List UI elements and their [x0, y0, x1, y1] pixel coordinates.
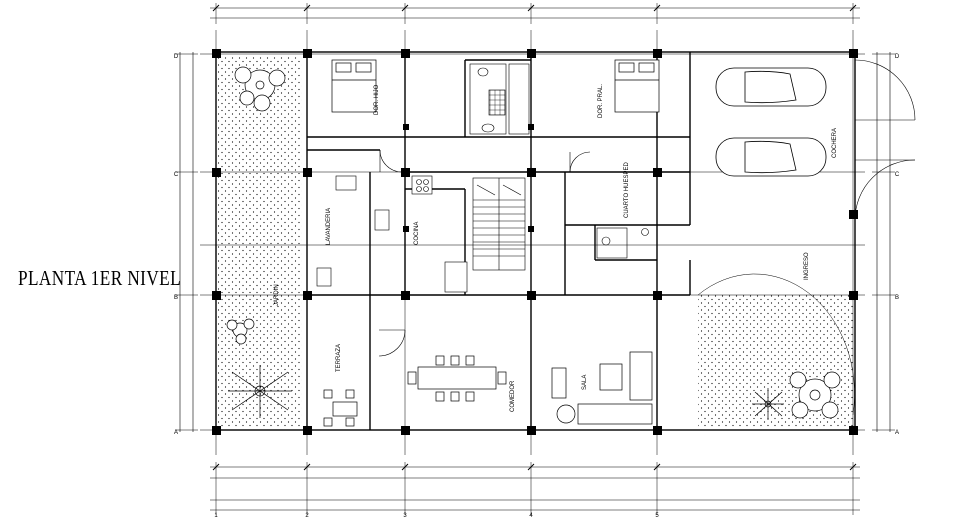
staircase [472, 177, 526, 271]
plant-icon [226, 318, 255, 345]
doors [378, 59, 916, 416]
axis-col-label: 5 [655, 513, 659, 519]
plant-icon [234, 66, 286, 112]
axis-col-label: 4 [529, 513, 533, 519]
axis-col-label: 2 [305, 513, 309, 519]
axis-row-label: C [174, 172, 179, 178]
garden-areas [218, 56, 853, 428]
axis-row-label: B [174, 295, 178, 301]
furniture [323, 351, 653, 427]
axis-row-label: C [895, 172, 900, 178]
room-label: COMEDOR [510, 380, 516, 412]
plan-title: PLANTA 1ER NIVEL [18, 266, 182, 290]
room-label: DOR. HIJO [374, 84, 380, 115]
plant-icon [789, 371, 841, 419]
axis-row-label: D [895, 54, 900, 60]
axis-labels: D C B A D C B A 1 2 3 4 5 [174, 54, 900, 519]
axis-row-label: A [895, 430, 899, 436]
room-label: DOR. PRAL. [598, 84, 604, 118]
axis-col-label: 1 [214, 513, 218, 519]
room-label: LAVANDERIA [326, 208, 332, 245]
kitchen-fixtures [316, 175, 468, 293]
palm-icon [752, 388, 784, 420]
room-label: CUARTO HUESPED [624, 162, 630, 218]
columns [212, 49, 858, 435]
room-labels: DOR. HIJO DOR. PRAL. LAVANDERIA COCINA C… [274, 84, 838, 412]
room-label: COCINA [414, 222, 420, 245]
bathroom [469, 63, 649, 259]
room-label: COCHERA [832, 128, 838, 158]
axis-col-label: 3 [403, 513, 407, 519]
room-label: JARDIN [274, 284, 280, 306]
palm-icon [228, 365, 292, 418]
axis-row-label: B [895, 295, 899, 301]
dimension-lines [175, 3, 895, 515]
beds [331, 59, 660, 113]
room-label: INGRESO [804, 252, 810, 280]
plant-icons [226, 66, 841, 420]
axis-row-label: D [174, 54, 179, 60]
cars [715, 67, 827, 177]
room-label: TERRAZA [336, 344, 342, 372]
room-label: SALA [582, 375, 588, 390]
axis-row-label: A [174, 430, 178, 436]
